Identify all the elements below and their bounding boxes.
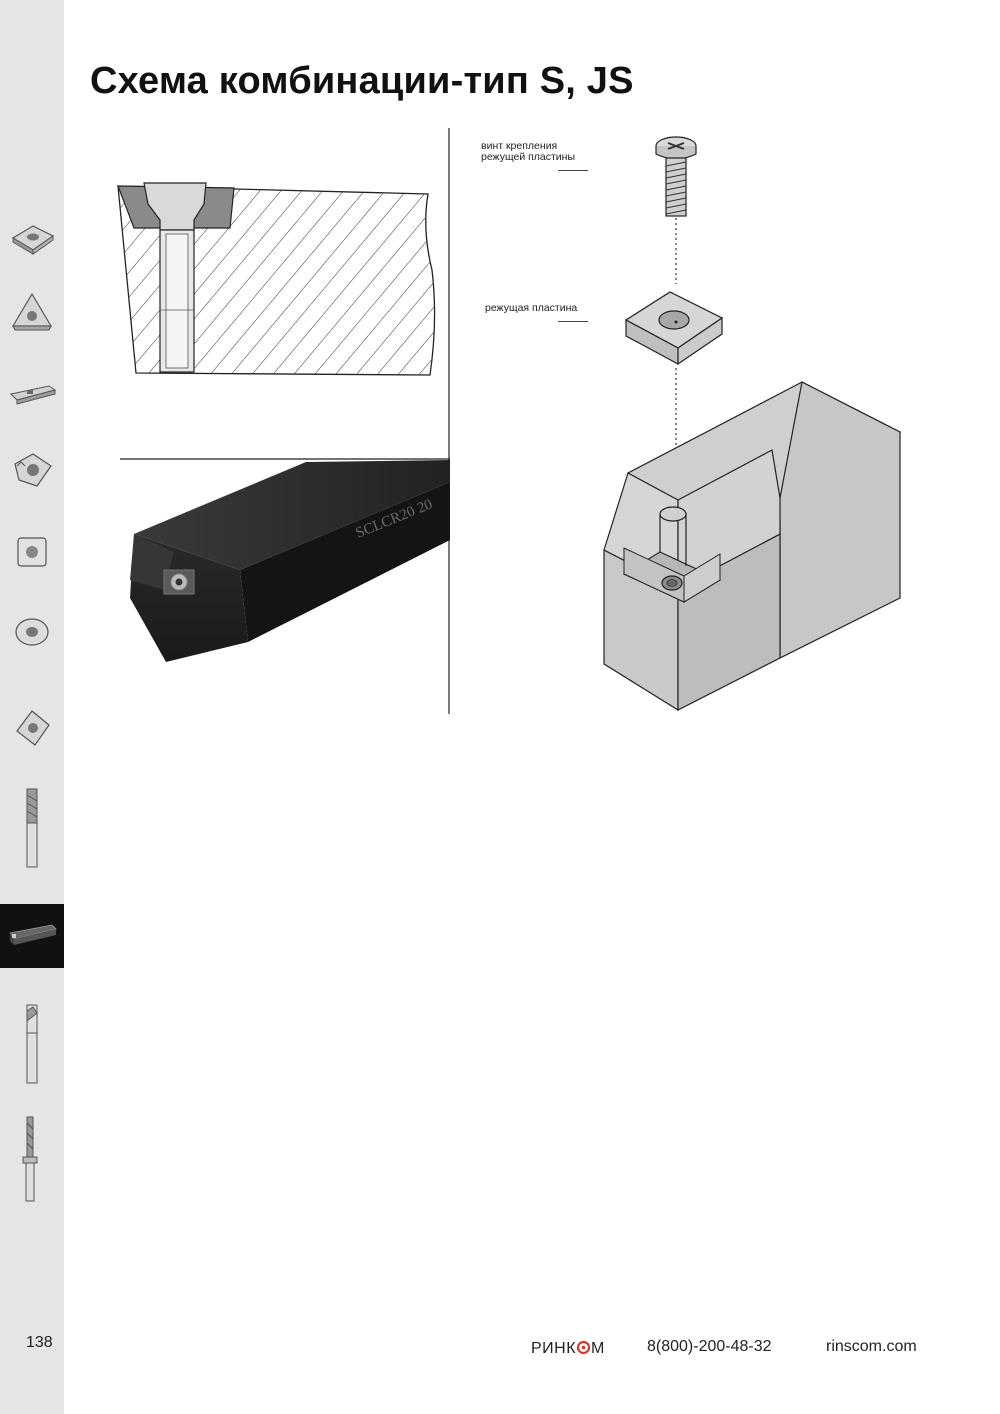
page-title: Схема комбинации-тип S, JS <box>90 60 634 102</box>
cutting-insert-icon <box>624 291 724 366</box>
divider-horizontal <box>120 458 450 460</box>
insert-leader <box>558 321 588 322</box>
grooving-insert-icon[interactable] <box>0 368 64 418</box>
divider-vertical <box>448 128 450 714</box>
insert-label: режущая пластина <box>485 302 578 314</box>
sidebar <box>0 0 64 1414</box>
screw-label: винт крепления режущей пластины <box>481 141 575 163</box>
rhombic-insert-icon[interactable] <box>0 524 64 580</box>
drill-icon[interactable] <box>0 1114 64 1206</box>
phone-number[interactable]: 8(800)-200-48-32 <box>647 1338 772 1355</box>
turning-holder-icon[interactable] <box>0 904 64 968</box>
trigon-insert-icon[interactable] <box>0 284 64 340</box>
round-insert-icon[interactable] <box>0 604 64 660</box>
brand-o-icon <box>576 1340 591 1355</box>
threading-insert-icon[interactable] <box>0 442 64 498</box>
brand-logo[interactable]: РИНК М <box>531 1338 605 1358</box>
milling-insert-icon[interactable] <box>0 700 64 756</box>
page-number: 138 <box>26 1334 53 1351</box>
website-link[interactable]: rinscom.com <box>826 1338 917 1355</box>
brand-prefix: РИНК <box>531 1340 577 1357</box>
cross-section-diagram <box>117 182 436 376</box>
holder-block-icon <box>603 381 902 712</box>
exploded-assembly-diagram <box>603 136 902 712</box>
boring-bar-icon[interactable] <box>0 1002 64 1088</box>
screw-label-line2: режущей пластины <box>481 151 576 163</box>
end-mill-icon[interactable] <box>0 786 64 872</box>
screw-icon <box>655 136 697 217</box>
screw-label-line1: винт крепления <box>481 140 558 152</box>
screw-leader <box>558 170 588 171</box>
square-insert-icon[interactable] <box>0 208 64 264</box>
brand-suffix: М <box>591 1340 605 1357</box>
tool-holder-photo: SCLCR20 20 <box>130 460 450 662</box>
